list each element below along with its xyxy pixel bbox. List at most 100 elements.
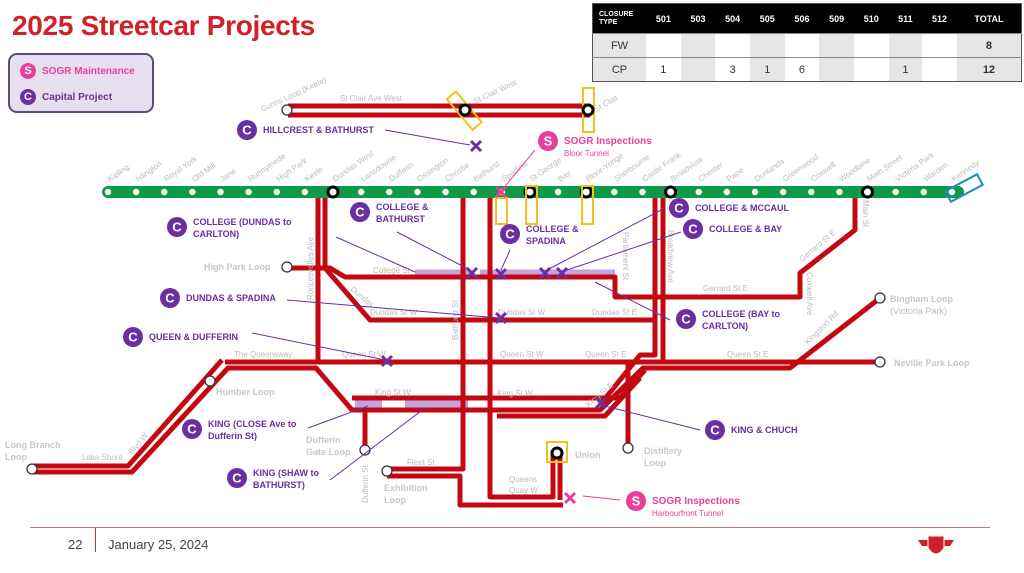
capital-badge-icon: C	[20, 89, 36, 105]
subway-station-marker	[554, 188, 562, 196]
subway-station-marker	[301, 188, 309, 196]
callout-title: DUNDAS & SPADINA	[186, 293, 276, 303]
subway-station-label: Pape	[725, 165, 746, 183]
cell: 1	[646, 57, 681, 82]
loop-label: Exhibition	[384, 483, 428, 493]
subway-station-marker	[695, 188, 702, 196]
x-marker-icon	[563, 491, 577, 505]
x-marker-icon	[494, 267, 508, 281]
legend-label: Capital Project	[42, 91, 113, 103]
route-spadina	[487, 192, 556, 500]
loop-label: Bingham Loop	[890, 294, 953, 304]
leader-line	[396, 231, 471, 271]
subway-station-label: Bay	[556, 168, 572, 183]
legend: S SOGR Maintenance C Capital Project	[8, 53, 154, 113]
footer-date: January 25, 2024	[108, 537, 209, 552]
loop-label: Loop	[644, 458, 666, 468]
route-lakeshore	[32, 358, 224, 469]
subway-station-marker	[470, 188, 477, 196]
capital-badge-icon	[683, 219, 703, 239]
leader-line	[251, 332, 386, 361]
street-label: Gerrard St E	[703, 284, 748, 293]
subway-station-marker	[639, 188, 646, 196]
capital-markers	[380, 139, 608, 410]
callout-subtitle: BATHURST)	[253, 480, 305, 490]
street-label: Main St	[861, 200, 870, 228]
subway-station-marker	[664, 185, 678, 199]
street-label: Queen St E	[727, 350, 768, 359]
street-label: Queen St E	[585, 350, 626, 359]
sogr-badge-icon	[626, 491, 646, 511]
street-labels: St Clair Ave West Gunns Loop (Keele) St …	[82, 75, 870, 503]
street-label: Quay W	[509, 486, 538, 495]
callout-title: COLLEGE (BAY to	[702, 309, 781, 319]
capital-badge-icon	[500, 224, 520, 244]
subway-station-marker	[357, 188, 365, 196]
loop-label: Dufferin	[306, 435, 341, 445]
leader-line	[335, 236, 416, 273]
cell	[784, 33, 820, 58]
badge-letter: C	[505, 227, 515, 242]
callout-title: SOGR Inspections	[652, 496, 740, 507]
badge-letter: C	[688, 222, 698, 237]
col-header: 503	[680, 3, 716, 34]
station-boxes	[445, 87, 595, 463]
cell	[749, 33, 785, 58]
cell	[680, 33, 716, 58]
leader-line	[563, 231, 682, 272]
subway-station-marker	[779, 188, 787, 196]
capital-badge-icon	[160, 288, 180, 308]
station-st-clair	[581, 103, 595, 117]
col-header: 501	[646, 3, 681, 34]
street-label: Coxwell Ave	[805, 272, 814, 316]
cell	[680, 57, 716, 82]
street-label: Broadview Ave	[666, 230, 675, 283]
subway-station-marker	[189, 188, 196, 196]
ttc-logo	[918, 535, 954, 555]
cell	[853, 57, 889, 82]
loop-label: Union	[575, 450, 601, 460]
col-header: CLOSURE TYPE	[592, 3, 646, 34]
street-label: College St	[373, 266, 411, 275]
cell	[853, 33, 889, 58]
leader-lines	[251, 129, 701, 501]
subway-station-label: Donlands	[753, 157, 786, 184]
col-header: 504	[715, 3, 750, 34]
ttc-logo-shield	[927, 535, 945, 555]
x-marker-icon	[494, 311, 508, 325]
cell: 3	[715, 57, 750, 82]
loop-label: Distillery	[644, 446, 682, 456]
loop-exhibition	[381, 465, 393, 477]
badge-letter: S	[544, 134, 553, 149]
route-king-kingston	[32, 296, 882, 475]
footer-separator	[95, 528, 96, 552]
street-label: Parliament St	[621, 232, 630, 281]
capital-badge-icon	[350, 202, 370, 222]
callout-title: COLLEGE & BAY	[709, 224, 782, 234]
capital-badge-icon	[182, 419, 202, 439]
cell	[819, 33, 854, 58]
page-number: 22	[68, 537, 83, 552]
col-header: 512	[922, 3, 957, 34]
cell: 1	[749, 57, 785, 82]
capital-badge-icon	[669, 198, 689, 218]
street-label: Queens	[509, 475, 537, 484]
subway-station-marker	[751, 188, 759, 196]
badge-letter: S	[632, 494, 641, 509]
street-label: The Queensway	[234, 350, 292, 359]
capital-badge-icon	[237, 120, 257, 140]
leader-line	[329, 407, 426, 481]
sogr-badge-icon	[538, 131, 558, 151]
callout-subtitle: CARLTON)	[702, 321, 748, 331]
street-label: Bathurst St	[451, 300, 460, 340]
construction-highlights	[355, 269, 615, 408]
station-box-union	[546, 441, 568, 463]
